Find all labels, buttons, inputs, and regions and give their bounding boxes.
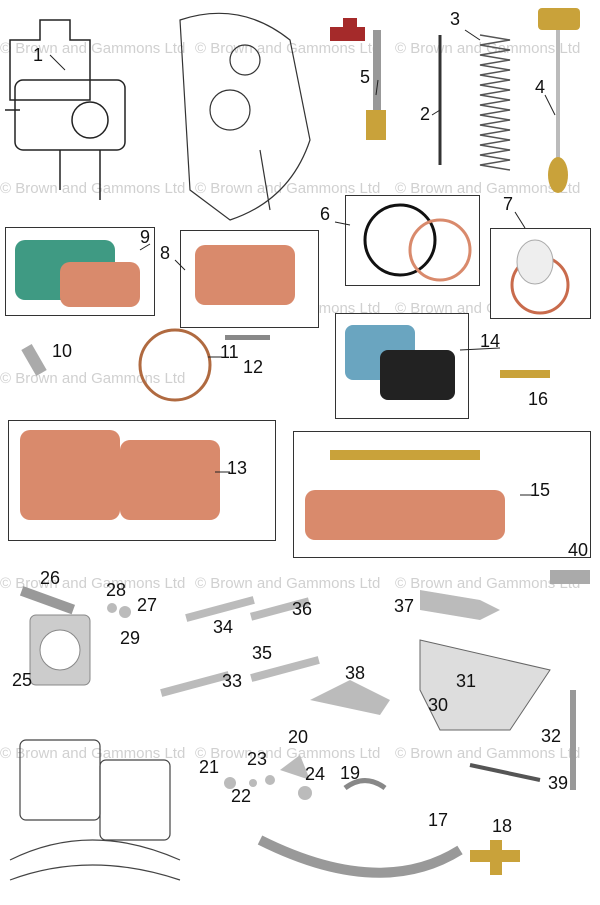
watermark: © Brown and Gammons Ltd	[195, 40, 381, 57]
part-label-9: 9	[140, 227, 151, 247]
part-17-pipe	[257, 835, 463, 878]
part-9-gasket-2	[60, 262, 140, 307]
part-6-ring	[363, 203, 437, 277]
part-5-damper	[330, 18, 386, 140]
part-label-1: 1	[33, 45, 44, 65]
part-label-34: 34	[213, 617, 234, 637]
part-label-7: 7	[503, 194, 514, 214]
part-34-lever	[185, 596, 255, 622]
watermark: © Brown and Gammons Ltd	[395, 180, 581, 197]
part-label-14: 14	[480, 331, 501, 351]
part-label-15: 15	[530, 480, 551, 500]
part-12-pin	[225, 335, 270, 340]
watermark: © Brown and Gammons Ltd	[0, 370, 186, 387]
part-label-11: 11	[220, 342, 239, 362]
part-label-36: 36	[292, 599, 313, 619]
part-label-19: 19	[340, 763, 361, 783]
carburettor-drawing	[5, 19, 126, 200]
watermark: © Brown and Gammons Ltd	[195, 180, 381, 197]
part-label-37: 37	[394, 596, 415, 616]
part-label-12: 12	[243, 357, 264, 377]
callout-lines	[49, 29, 556, 496]
part-label-40: 40	[568, 540, 589, 560]
watermark: © Brown and Gammons Ltd	[0, 40, 186, 57]
part-label-18: 18	[492, 816, 513, 836]
part-label-22: 22	[231, 786, 252, 806]
part-33-lever	[160, 671, 230, 697]
part-14-gasket-2	[380, 350, 455, 400]
part-20-clip	[280, 755, 310, 780]
watermark: © Brown and Gammons Ltd	[195, 575, 381, 592]
part-26-stud	[19, 586, 76, 615]
part-36-lever	[249, 597, 311, 621]
part-label-31: 31	[456, 671, 477, 691]
watermark: © Brown and Gammons Ltd	[0, 575, 186, 592]
part-label-27: 27	[137, 595, 158, 615]
part-16-spanner	[500, 370, 550, 378]
part-label-35: 35	[252, 643, 273, 663]
watermark: © Brown and Gammons Ltd	[395, 575, 581, 592]
part-37-clamp	[420, 590, 500, 620]
part-30-bracket	[419, 639, 551, 731]
watermark: © Brown and Gammons Ltd	[195, 745, 381, 762]
part-label-30: 30	[428, 695, 449, 715]
part-40-bolt	[550, 570, 590, 584]
part-label-2: 2	[420, 104, 431, 124]
part-10-screw	[21, 344, 47, 376]
part-21-bolt	[224, 777, 236, 789]
part-19-clip	[343, 778, 387, 791]
part-label-13: 13	[227, 458, 248, 478]
part-label-26: 26	[40, 568, 61, 588]
part-3-spring	[479, 34, 511, 171]
part-label-4: 4	[535, 77, 546, 97]
watermark: © Brown and Gammons Ltd	[0, 180, 186, 197]
watermark: © Brown and Gammons Ltd	[0, 745, 186, 762]
part-label-6: 6	[320, 204, 331, 224]
part-8-gasket	[195, 245, 295, 305]
part-38-bracket	[310, 680, 390, 715]
part-11-gasket	[138, 328, 212, 402]
part-label-3: 3	[450, 9, 461, 29]
part-label-38: 38	[345, 663, 366, 683]
part-label-24: 24	[305, 764, 326, 784]
part-label-39: 39	[548, 773, 569, 793]
part-label-16: 16	[528, 389, 549, 409]
part-32-rod	[570, 690, 576, 790]
watermark: © Brown and Gammons Ltd	[395, 745, 581, 762]
part-35-lever	[250, 656, 320, 682]
part-label-5: 5	[360, 67, 371, 87]
part-label-28: 28	[106, 580, 127, 600]
part-15-kit	[305, 490, 505, 540]
part-13-kit	[20, 430, 120, 520]
part-label-29: 29	[120, 628, 141, 648]
part-label-23: 23	[247, 749, 268, 769]
part-39-spring	[469, 763, 541, 782]
part-label-21: 21	[199, 757, 220, 777]
part-label-20: 20	[288, 727, 309, 747]
carburettor-installation-drawing	[9, 739, 181, 881]
part-label-33: 33	[222, 671, 243, 691]
part-label-17: 17	[428, 810, 449, 830]
part-label-10: 10	[52, 341, 73, 361]
part-4-cap	[538, 8, 580, 193]
engine-drawing	[179, 12, 311, 221]
part-label-25: 25	[12, 670, 33, 690]
part-label-8: 8	[160, 243, 171, 263]
part-label-32: 32	[541, 726, 562, 746]
